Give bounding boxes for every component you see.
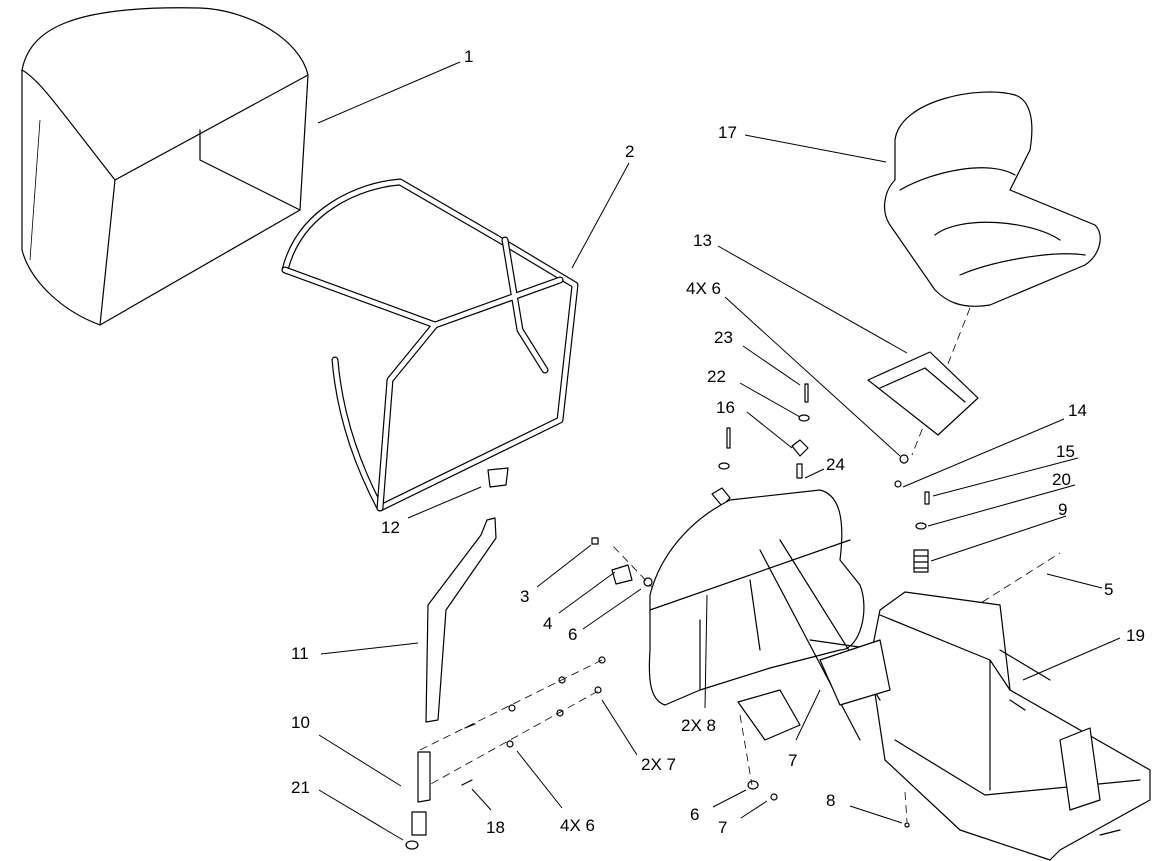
callout-1: 1 xyxy=(464,47,473,66)
callout-21: 21 xyxy=(291,778,310,797)
callout-7-frame: 7 xyxy=(788,751,797,770)
callout-18: 18 xyxy=(486,818,505,837)
callout-15: 15 xyxy=(1056,442,1075,461)
callout-labels: 1 2 17 13 4X 6 23 22 16 24 14 15 20 9 5 … xyxy=(291,47,1145,837)
callout-20: 20 xyxy=(1052,470,1071,489)
part-steering-column xyxy=(405,467,509,850)
part-bag-frame xyxy=(281,178,579,512)
callout-7-bottom: 7 xyxy=(718,818,727,837)
callout-16: 16 xyxy=(716,398,735,417)
callout-12: 12 xyxy=(381,518,400,537)
callout-2x8: 2X 8 xyxy=(681,716,716,735)
callout-6-left: 6 xyxy=(568,625,577,644)
callout-14: 14 xyxy=(1068,401,1087,420)
callout-4: 4 xyxy=(543,614,552,633)
hardware-group xyxy=(461,383,930,828)
callout-24: 24 xyxy=(826,455,845,474)
callout-10: 10 xyxy=(291,713,310,732)
callout-9: 9 xyxy=(1058,500,1067,519)
callout-5: 5 xyxy=(1104,580,1113,599)
callout-2x7: 2X 7 xyxy=(641,755,676,774)
callout-3: 3 xyxy=(520,587,529,606)
callout-6-bottom: 6 xyxy=(690,805,699,824)
callout-19: 19 xyxy=(1126,626,1145,645)
leader-lines xyxy=(317,61,1121,841)
callout-2: 2 xyxy=(625,142,634,161)
part-main-frame xyxy=(648,489,1151,861)
callout-4x6-bottom: 4X 6 xyxy=(560,816,595,835)
callout-13: 13 xyxy=(693,231,712,250)
callout-22: 22 xyxy=(707,367,726,386)
callout-23: 23 xyxy=(714,328,733,347)
callout-4x6-top: 4X 6 xyxy=(686,279,721,298)
part-seat-pan xyxy=(867,351,979,436)
part-seat xyxy=(883,91,1101,307)
callout-17: 17 xyxy=(718,123,737,142)
callout-11: 11 xyxy=(291,644,309,663)
callout-8: 8 xyxy=(826,791,835,810)
part-bag-cover xyxy=(21,7,309,326)
